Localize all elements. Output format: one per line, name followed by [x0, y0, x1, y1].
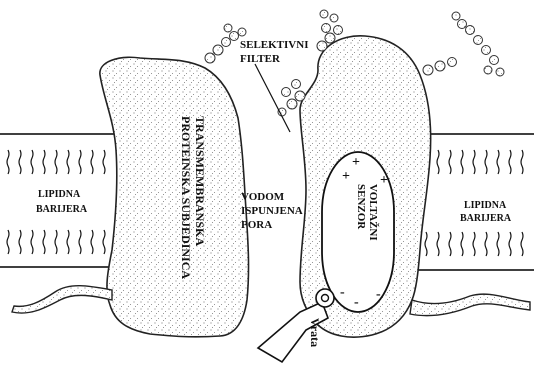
sugar-chain-right-outer	[423, 12, 504, 76]
left-tail	[12, 286, 112, 313]
left-protein-subunit	[100, 57, 249, 337]
charge-plus: +	[352, 155, 360, 170]
lipid-left-label: LIPIDNA BARIJERA	[36, 189, 88, 215]
right-tail	[410, 294, 530, 315]
lipid-right-label: LIPIDNA BARIJERA	[460, 200, 512, 224]
charge-minus: -	[376, 287, 381, 302]
gate-label: Vrata	[308, 318, 322, 347]
charge-plus: +	[380, 173, 388, 188]
charge-minus: -	[354, 295, 359, 310]
selective-filter-pointer	[255, 64, 290, 132]
charge-minus: -	[340, 285, 345, 300]
lipid-membrane-left	[0, 134, 120, 267]
selective-filter-label: SELEKTIVNI FILTER	[240, 39, 311, 65]
water-pore-label: VODOM ISPUNJENA PORA	[241, 191, 305, 231]
charge-plus: +	[342, 169, 350, 184]
